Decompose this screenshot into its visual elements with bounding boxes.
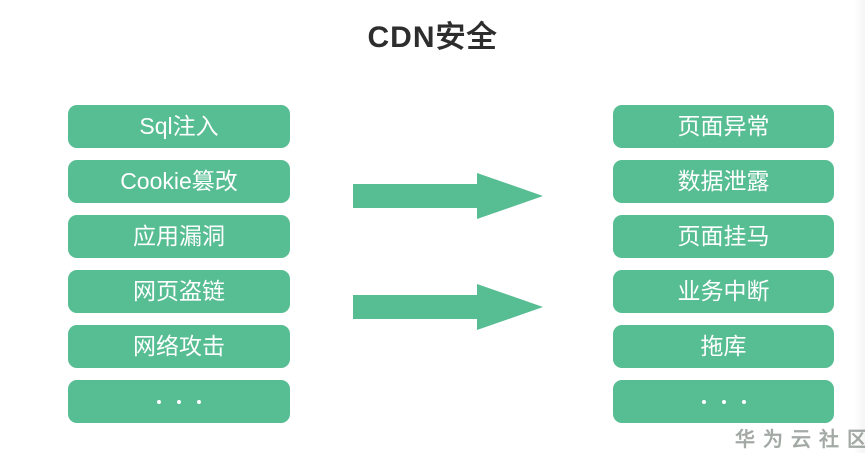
consequences-column: 页面异常 数据泄露 页面挂马 业务中断 拖库 [613,105,834,423]
threat-box-ellipsis [68,380,290,423]
right-arrow-icon [353,173,543,219]
consequence-label: 数据泄露 [677,168,770,194]
threat-label: Cookie篡改 [120,168,238,194]
consequence-label: 业务中断 [677,278,770,304]
consequence-box-database-drag: 拖库 [613,325,834,368]
dot-icon [721,399,726,404]
right-arrow-icon [353,284,543,330]
diagram-title: CDN安全 [367,21,498,54]
threat-label: 网页盗链 [133,278,225,304]
consequence-label: 页面异常 [677,113,770,139]
consequence-box-page-trojan: 页面挂马 [613,215,834,258]
dot-icon [197,399,201,404]
threat-box-network-attack: 网络攻击 [68,325,290,368]
threat-label: 应用漏洞 [133,223,225,249]
dot-icon [701,399,706,404]
dot-icon [741,399,746,404]
page-edge-shade [853,0,865,453]
consequence-label: 拖库 [700,333,747,359]
threat-box-sql-injection: Sql注入 [68,105,290,148]
consequence-box-page-anomaly: 页面异常 [613,105,834,148]
watermark: 华为云社区 [735,429,865,451]
threat-box-cookie-tampering: Cookie篡改 [68,160,290,203]
ellipsis-dots-icon [157,399,201,404]
dot-icon [157,399,161,404]
threat-box-hotlinking: 网页盗链 [68,270,290,313]
consequence-box-service-interruption: 业务中断 [613,270,834,313]
threats-column: Sql注入 Cookie篡改 应用漏洞 网页盗链 网络攻击 [68,105,290,423]
consequence-label: 页面挂马 [677,223,770,249]
consequence-box-ellipsis [613,380,834,423]
consequence-box-data-leak: 数据泄露 [613,160,834,203]
threat-box-app-vulnerability: 应用漏洞 [68,215,290,258]
ellipsis-dots-icon [701,399,746,404]
threat-label: 网络攻击 [133,333,225,359]
threat-label: Sql注入 [139,113,219,139]
dot-icon [177,399,181,404]
